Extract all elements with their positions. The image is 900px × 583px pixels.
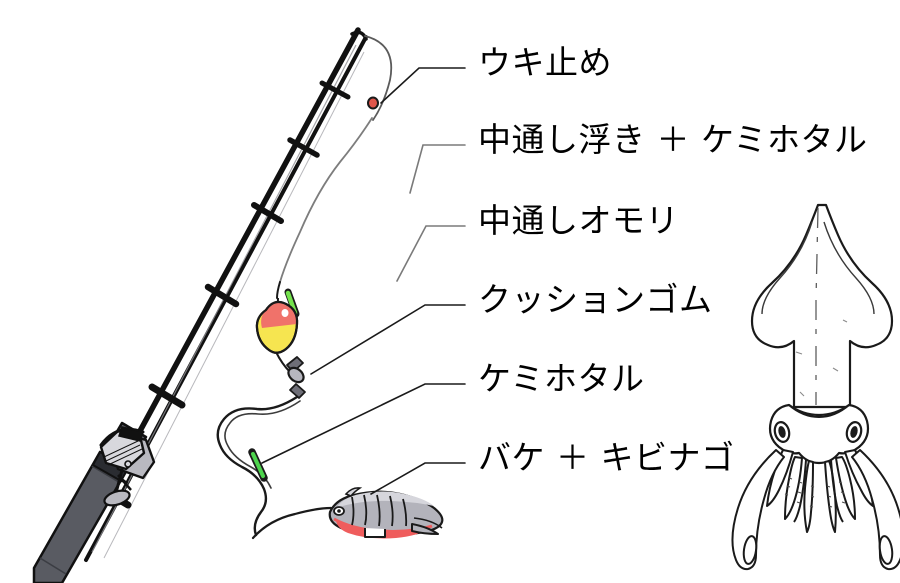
squid-illustration <box>731 203 900 571</box>
egi-hook-crown <box>364 528 386 538</box>
slip-float <box>255 288 300 354</box>
egi-squid-jig <box>328 487 444 539</box>
spinning-reel <box>99 426 156 507</box>
label-uki-dome: ウキ止め <box>478 43 612 82</box>
leader-line-naka-doshi-omori <box>396 225 466 282</box>
callout-leader-lines <box>261 67 466 495</box>
squid-arms <box>766 449 874 533</box>
fishing-line <box>276 35 393 299</box>
float-stopper-bead <box>367 96 379 110</box>
fishing-rod <box>32 27 368 583</box>
label-naka-doshi-uki: 中通し浮き ＋ ケミホタル <box>478 120 868 159</box>
cushion-rubber <box>289 383 306 399</box>
slip-sinker <box>286 356 305 384</box>
leader-line <box>216 395 333 540</box>
label-kemi-hotaru: ケミホタル <box>478 359 645 398</box>
egi-belly <box>336 521 430 539</box>
chemical-light <box>248 448 268 482</box>
leader-line-bake-kibinago <box>370 462 466 495</box>
rod-tip-guide <box>350 30 368 41</box>
leader-line-kemi-hotaru <box>261 383 466 464</box>
leader-line-uki-dome <box>380 67 466 104</box>
label-cushion-gomu: クッションゴム <box>478 280 713 319</box>
leader-line-cushion-gomu <box>310 304 466 375</box>
label-bake-kibinago: バケ ＋ キビナゴ <box>478 438 735 477</box>
rod-grip <box>32 450 130 583</box>
line-float-to-sinker <box>275 351 291 373</box>
label-naka-doshi-omori: 中通しオモリ <box>478 201 679 240</box>
squid-tentacle-left <box>731 449 785 571</box>
float-body-upper <box>261 302 298 328</box>
leader-line-naka-doshi-uki <box>409 144 466 194</box>
squid-suckers <box>784 477 846 508</box>
reel-handle-knob <box>103 489 131 507</box>
